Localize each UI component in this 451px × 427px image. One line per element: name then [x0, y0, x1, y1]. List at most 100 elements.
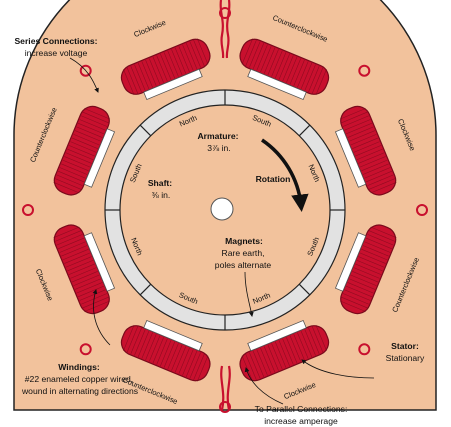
coil-winding-stripe [241, 38, 253, 65]
coil-winding-stripe [148, 58, 161, 85]
coil-winding-stripe [271, 343, 283, 370]
coil-winding-stripe [274, 341, 287, 368]
coil-winding-stripe [68, 263, 95, 275]
coil-winding-stripe [160, 53, 172, 80]
coil-winding-stripe [350, 274, 377, 287]
coil-winding-stripe [178, 46, 190, 73]
coil-winding-stripe [74, 278, 101, 290]
coil-winding-stripe [359, 156, 386, 168]
coil-winding-stripe [355, 263, 382, 275]
coil-winding-stripe [365, 170, 392, 183]
coil-winding-stripe [134, 64, 146, 91]
bottom-lead-wire-right [226, 365, 231, 411]
stator-coil [120, 319, 211, 382]
coil-winding-stripe [61, 245, 88, 257]
stator-leader [301, 359, 375, 379]
coil-winding-stripe [167, 50, 179, 77]
coil-winding-stripe [185, 350, 198, 377]
coil-winding-stripe [79, 289, 106, 301]
coil-winding-stripe [84, 300, 111, 312]
coil-winding-stripe [79, 119, 106, 131]
shaft-sub: ⅜ in. [152, 190, 171, 200]
magnets-line2: poles alternate [215, 260, 272, 270]
coil-winding-stripe [342, 115, 370, 127]
coil-winding-stripe [289, 335, 302, 362]
windings-line2: wound in alternating directions [21, 386, 138, 396]
coil-winding-stripe [342, 293, 370, 305]
windings-leader [92, 289, 111, 346]
coil-winding-stripe [174, 47, 187, 74]
coil-winding-stripe [70, 267, 97, 279]
coil-winding-stripe [347, 282, 374, 294]
coil-winding-stripe [197, 355, 209, 382]
coil-winding-stripe [315, 69, 327, 96]
coil-winding-stripe [274, 52, 287, 79]
coil-winding-stripe [353, 141, 380, 153]
shaft-circle [210, 197, 234, 221]
coil-winding-stripe [73, 133, 100, 146]
coil-winding-stripe [304, 64, 316, 91]
coil-winding-stripe [282, 55, 294, 82]
coil-winding-stripe [304, 329, 316, 356]
stator-sub: Stationary [386, 353, 425, 363]
coil-winding-stripe [368, 178, 396, 190]
coil-winding-stripe [347, 126, 374, 138]
coil-winding-stripe [297, 332, 309, 359]
coil-winding-stripe [189, 41, 201, 68]
coil-winding-stripe [260, 46, 272, 73]
coil-winding-stripe [182, 349, 194, 376]
magnet-divider [298, 124, 311, 137]
coil-winding-stripe [178, 347, 190, 374]
stator-coil [239, 319, 330, 382]
coil-winding-stripe [84, 108, 111, 120]
coil-winding-stripe [130, 327, 142, 355]
pole-shoe [334, 128, 367, 188]
coil-winding-stripe [370, 226, 397, 238]
pole-shoe [83, 232, 116, 292]
coil-winding-stripe [308, 65, 320, 93]
coil-winding-stripe [368, 230, 396, 242]
coil-winding-stripe [145, 59, 157, 86]
windings-line1: #22 enameled copper wired, [25, 374, 133, 384]
coil-winding-stripe [73, 274, 100, 287]
coil-winding-stripe [341, 296, 368, 309]
coil-winding-stripe [256, 44, 268, 71]
coil-winding-stripe [367, 234, 394, 246]
coil-winding-stripe [278, 53, 290, 80]
coil-winding-stripe [152, 337, 164, 364]
series-title: Series Connections: [14, 36, 97, 46]
coil-winding-stripe [344, 119, 371, 131]
coil-winding-stripe [53, 226, 80, 238]
coil-winding-stripe [71, 137, 98, 149]
series-sub: increase voltage [25, 48, 88, 58]
coil-winding-stripe [61, 163, 88, 175]
coil-winding-stripe [189, 352, 201, 379]
coil-winding-stripe [64, 252, 91, 264]
coil-winding-stripe [58, 237, 85, 250]
coil-winding-stripe [67, 148, 94, 161]
series-connection-loop [416, 204, 428, 216]
magnet-dividers [105, 90, 345, 330]
stator-coil [334, 224, 397, 315]
coil-winding-stripe [156, 338, 168, 365]
coil-winding-stripe [126, 326, 139, 353]
coil-winding-stripe [293, 59, 305, 86]
coil-winding-stripe [148, 335, 161, 362]
coil-winding-stripe [82, 111, 109, 124]
coil-winding-stripe [356, 148, 383, 161]
shaft-title: Shaft: [148, 178, 172, 188]
coil-winding-stripe [367, 174, 394, 186]
stator-coil [239, 38, 330, 101]
coil-winding-stripe [286, 337, 298, 364]
pole-shoe [247, 319, 307, 352]
coil-winding-stripe [82, 296, 109, 309]
series-connection-loop [219, 7, 231, 19]
coil-winding-stripe [300, 330, 313, 358]
coil-winding-stripe [355, 145, 382, 157]
coil-winding-stripe [126, 67, 139, 94]
coil-winding-stripe [278, 340, 290, 367]
rotation-arrow [261, 138, 309, 212]
coil-winding-stripe [358, 256, 385, 268]
